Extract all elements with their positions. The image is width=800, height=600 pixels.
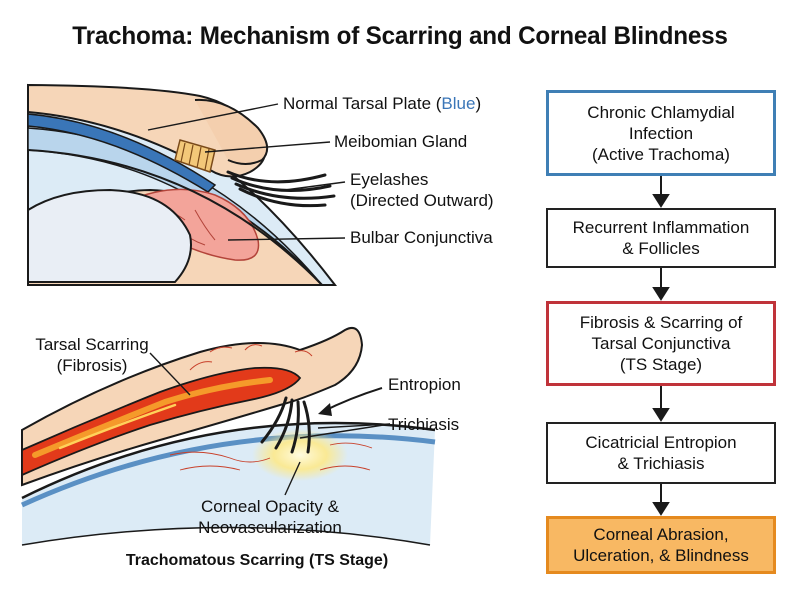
cornea-edge (27, 149, 323, 286)
label-eyelashes-line1: Eyelashes (350, 170, 429, 189)
flow-step-3-text: Fibrosis & Scarring of Tarsal Conjunctiv… (579, 313, 743, 374)
scarred-eyelid-panel (20, 326, 436, 546)
label-tarsal-scarring-line2: (Fibrosis) (56, 356, 128, 375)
label-tarsal-scarring-line1: Tarsal Scarring (35, 335, 149, 354)
flow-step-2: Recurrent Inflammation & Follicles (546, 208, 776, 268)
label-corneal-opacity: Corneal Opacity & Neovascularization (175, 496, 365, 538)
flow-step-4-text: Cicatricial Entropion & Trichiasis (585, 433, 737, 473)
trichiasis-lashes (260, 396, 311, 454)
label-meibomian-gland: Meibomian Gland (334, 132, 468, 151)
label-trichiasis: Trichiasis (388, 415, 460, 434)
meibomian-gland (174, 139, 216, 173)
page-title: Trachoma: Mechanism of Scarring and Corn… (72, 22, 728, 50)
eyeball-dome (27, 188, 192, 283)
tarsal-label-suffix: ) (475, 94, 482, 113)
flow-step-2-text: Recurrent Inflammation & Follicles (572, 218, 750, 258)
label-entropion: Entropion (388, 375, 461, 394)
label-eyelashes: Eyelashes (Directed Outward) (350, 169, 494, 211)
neovascularization (169, 442, 373, 471)
flow-step-5: Corneal Abrasion, Ulceration, & Blindnes… (546, 516, 776, 574)
flow-step-1: Chronic Chlamydial Infection (Active Tra… (546, 90, 776, 176)
flow-step-1-text: Chronic Chlamydial Infection (Active Tra… (587, 102, 735, 164)
label-corneal-opacity-line1: Corneal Opacity & (201, 497, 339, 516)
tarsal-label-prefix: Normal Tarsal Plate ( (283, 94, 442, 113)
flow-step-4: Cicatricial Entropion & Trichiasis (546, 422, 776, 484)
label-bulbar-conjunctiva: Bulbar Conjunctiva (350, 228, 493, 247)
tarsal-plate (27, 113, 217, 193)
label-normal-tarsal-plate: Normal Tarsal Plate (Blue) (283, 93, 481, 114)
label-eyelashes-line2: (Directed Outward) (350, 191, 494, 210)
flow-arrows (652, 176, 670, 516)
label-corneal-opacity-line2: Neovascularization (198, 518, 342, 537)
bottom-leader-lines (149, 352, 391, 496)
tarsal-label-blue: Blue (441, 94, 476, 113)
flow-step-3: Fibrosis & Scarring of Tarsal Conjunctiv… (546, 301, 776, 386)
tarsal-scar-band (21, 366, 302, 477)
eyelashes-outward (226, 170, 336, 208)
corneal-opacity (252, 429, 348, 481)
normal-eyelid-panel (27, 83, 346, 286)
label-tarsal-scarring: Tarsal Scarring (Fibrosis) (22, 334, 162, 376)
flow-step-5-text: Corneal Abrasion, Ulceration, & Blindnes… (573, 525, 749, 565)
bottom-panel-caption: Trachomatous Scarring (TS Stage) (125, 552, 389, 569)
top-leader-lines (147, 103, 346, 241)
entropion-arrow (321, 387, 383, 413)
